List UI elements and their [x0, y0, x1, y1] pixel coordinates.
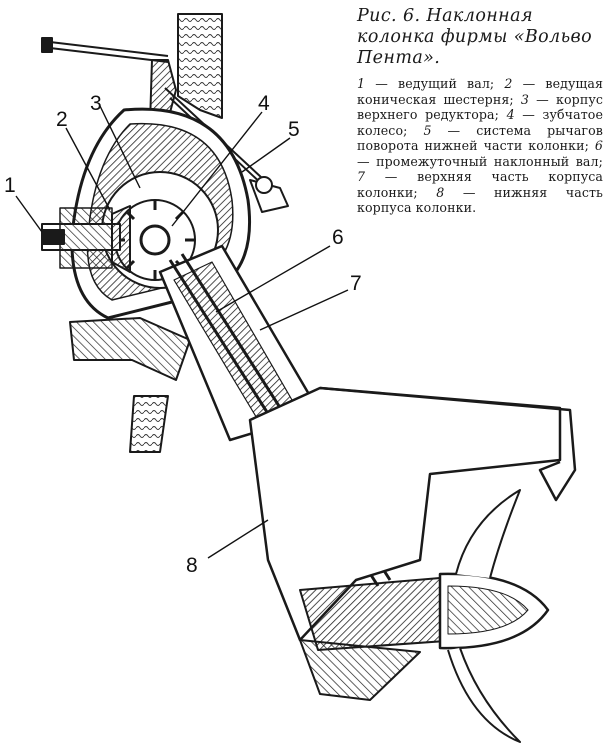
legend-num: 7 — [357, 169, 366, 184]
caption-title: Рис. 6. Наклонная колонка фирмы «Вольво … — [357, 6, 593, 68]
lower-gearbox — [299, 577, 461, 651]
figure-caption: Рис. 6. Наклонная колонка фирмы «Вольво … — [357, 6, 603, 216]
callout-3: 3 — [90, 92, 102, 115]
callout-1: 1 — [4, 174, 16, 197]
legend-text: корпус верхнего редуктора; — [357, 91, 603, 123]
callout-2: 2 — [56, 108, 68, 131]
legend-num: 2 — [504, 76, 513, 91]
legend-num: 3 — [520, 91, 530, 107]
propeller-blade-lower — [447, 647, 521, 743]
legend-num: 6 — [594, 138, 603, 153]
caption-legend: 1 — ведущий вал; 2 — ведущая коническая … — [357, 76, 604, 216]
callout-4: 4 — [258, 92, 270, 115]
callout-6: 6 — [332, 226, 344, 249]
legend-text: промежуточный наклонный вал; — [376, 153, 603, 169]
legend-num: 1 — [357, 76, 366, 91]
legend-text: нижняя часть корпуса колонки. — [357, 184, 604, 216]
legend-text: верхняя часть корпуса колонки; — [357, 169, 603, 200]
callout-8: 8 — [186, 554, 198, 577]
anti-cavitation-plate — [319, 386, 577, 502]
legend-num: 4 — [506, 107, 515, 122]
legend-text: ведущий вал; — [398, 76, 495, 91]
exhaust-elbow — [69, 317, 191, 381]
legend-num: 8 — [436, 184, 445, 200]
transom-wood-lower — [129, 395, 169, 453]
legend-text: зубчатое колесо; — [357, 107, 603, 138]
skeg — [299, 639, 421, 701]
transom-wood-upper — [177, 13, 223, 119]
steering-control-rod — [49, 41, 169, 63]
propeller-blade-upper — [455, 489, 521, 579]
legend-num: 5 — [423, 122, 432, 138]
legend-text: система рычагов поворота нижней части ко… — [357, 122, 603, 154]
callout-5: 5 — [288, 118, 300, 141]
legend-text: ведущая коническая шестерня; — [357, 76, 603, 107]
callout-7: 7 — [350, 272, 362, 295]
bevel-pinion — [111, 205, 131, 273]
